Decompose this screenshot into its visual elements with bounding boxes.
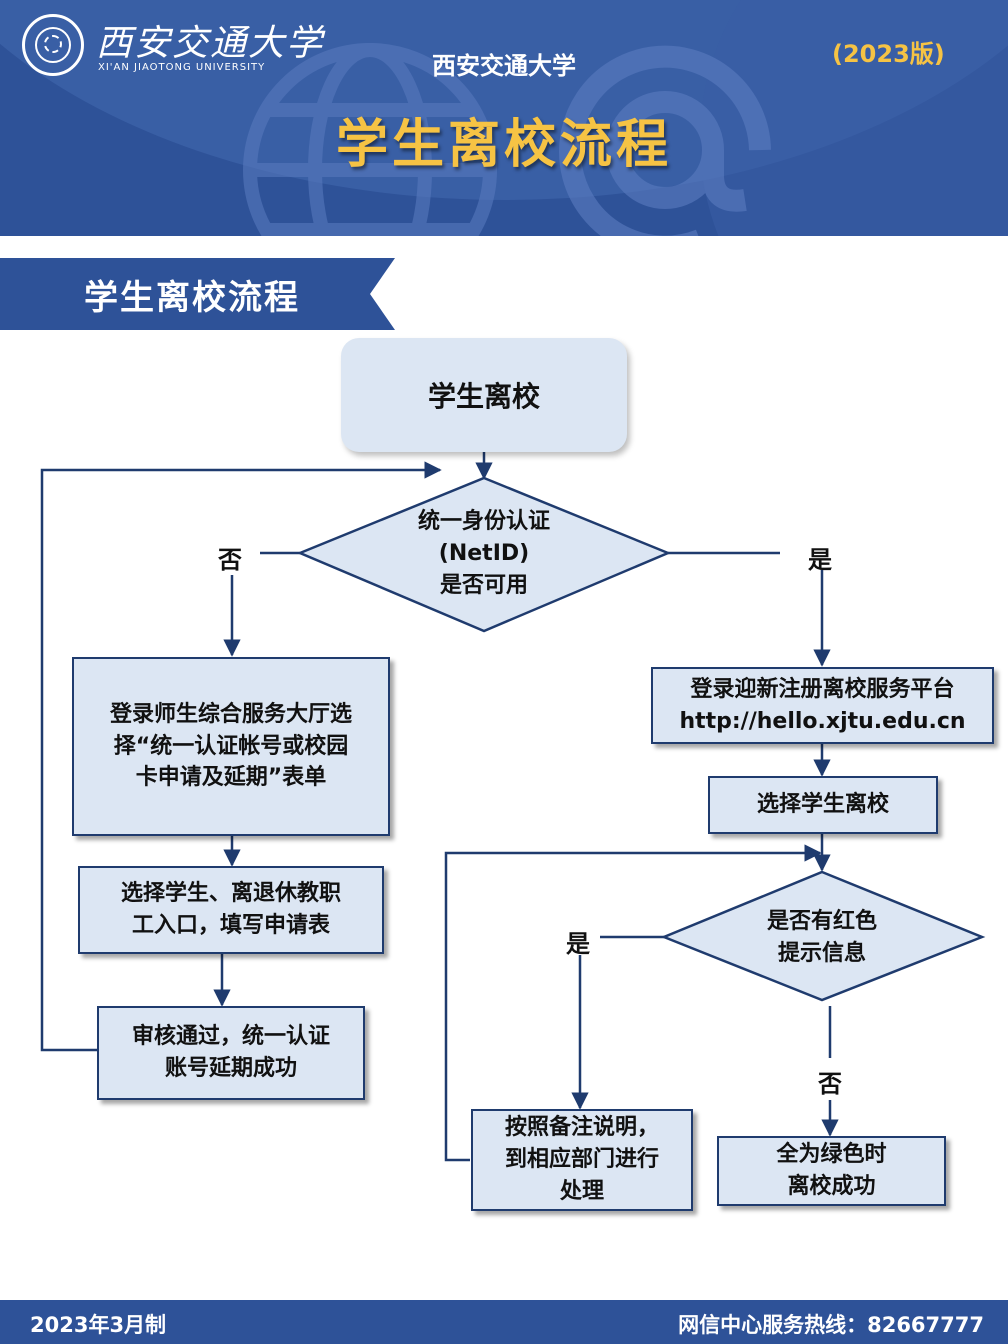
right-step-select-leave: 选择学生离校	[708, 776, 938, 834]
label-yes-red: 是	[566, 930, 590, 958]
label-no-netid: 否	[218, 546, 242, 574]
box-line: 处理	[559, 1178, 604, 1204]
box-line: 到相应部门进行	[504, 1147, 659, 1173]
box-line: 审核通过，统一认证	[131, 1024, 330, 1050]
university-name: 西安交通大学	[432, 52, 576, 80]
platform-url: http://hello.xjtu.edu.cn	[679, 708, 966, 734]
box-line: 按照备注说明，	[504, 1115, 659, 1141]
start-node: 学生离校	[341, 338, 627, 452]
at-sign-icon	[559, 45, 771, 236]
decision-red-line: 是否有红色	[766, 909, 877, 934]
box-line: 卡申请及延期”表单	[135, 765, 327, 791]
box-line: 择“统一认证帐号或校园	[113, 733, 349, 759]
section-banner	[0, 258, 395, 330]
box-line: 全为绿色时	[776, 1142, 887, 1168]
decision-netid-line: 是否可用	[439, 572, 528, 598]
box-line: 离校成功	[787, 1174, 876, 1199]
loop-back-line	[40, 461, 442, 1052]
left-step-select-entry: 选择学生、离退休教职 工入口，填写申请表	[78, 866, 384, 954]
footer-hotline: 网信中心服务热线：82667777	[678, 1313, 984, 1337]
version-label: (2023版)	[832, 40, 945, 68]
logo-chinese-name: 西安交通大学	[96, 23, 325, 64]
left-step-approved: 审核通过，统一认证 账号延期成功	[97, 1006, 365, 1100]
logo-english-name: XI'AN JIAOTONG UNIVERSITY	[98, 62, 266, 73]
box-line: 登录师生综合服务大厅选	[109, 701, 352, 727]
right-step-handle-remarks: 按照备注说明， 到相应部门进行 处理	[471, 1109, 693, 1211]
right-step-login-platform: 登录迎新注册离校服务平台 http://hello.xjtu.edu.cn	[651, 667, 994, 744]
decision-netid-line: (NetID)	[438, 540, 530, 566]
decision-red-text: 是否有红色 提示信息	[722, 906, 922, 970]
left-step-service-hall: 登录师生综合服务大厅选 择“统一认证帐号或校园 卡申请及延期”表单	[72, 657, 390, 836]
right-step-leave-success: 全为绿色时 离校成功	[717, 1136, 946, 1206]
decision-red-line: 提示信息	[777, 940, 866, 966]
label-no-red: 否	[818, 1070, 842, 1098]
page-title: 学生离校流程	[335, 115, 672, 175]
box-line: 工入口，填写申请表	[131, 913, 330, 938]
footer-date: 2023年3月制	[30, 1313, 167, 1337]
globe-icon	[243, 43, 771, 236]
decision-netid-text: 统一身份认证 (NetID) 是否可用	[364, 506, 604, 602]
footer-bar	[0, 1300, 1008, 1344]
header-banner: 西安交通大学 XI'AN JIAOTONG UNIVERSITY 西安交通大学 …	[0, 0, 1008, 236]
box-line: 账号延期成功	[164, 1056, 297, 1081]
label-yes-netid: 是	[808, 546, 832, 574]
decision-diamond-red	[660, 870, 986, 1002]
decision-diamond-netid	[296, 476, 672, 633]
university-seal-logo	[22, 14, 84, 76]
box-line: 选择学生、离退休教职	[120, 881, 341, 907]
box-line: 登录迎新注册离校服务平台	[690, 676, 955, 702]
section-title: 学生离校流程	[84, 278, 300, 318]
loop-back-line-right	[444, 844, 822, 1162]
decision-netid-line: 统一身份认证	[417, 509, 550, 534]
